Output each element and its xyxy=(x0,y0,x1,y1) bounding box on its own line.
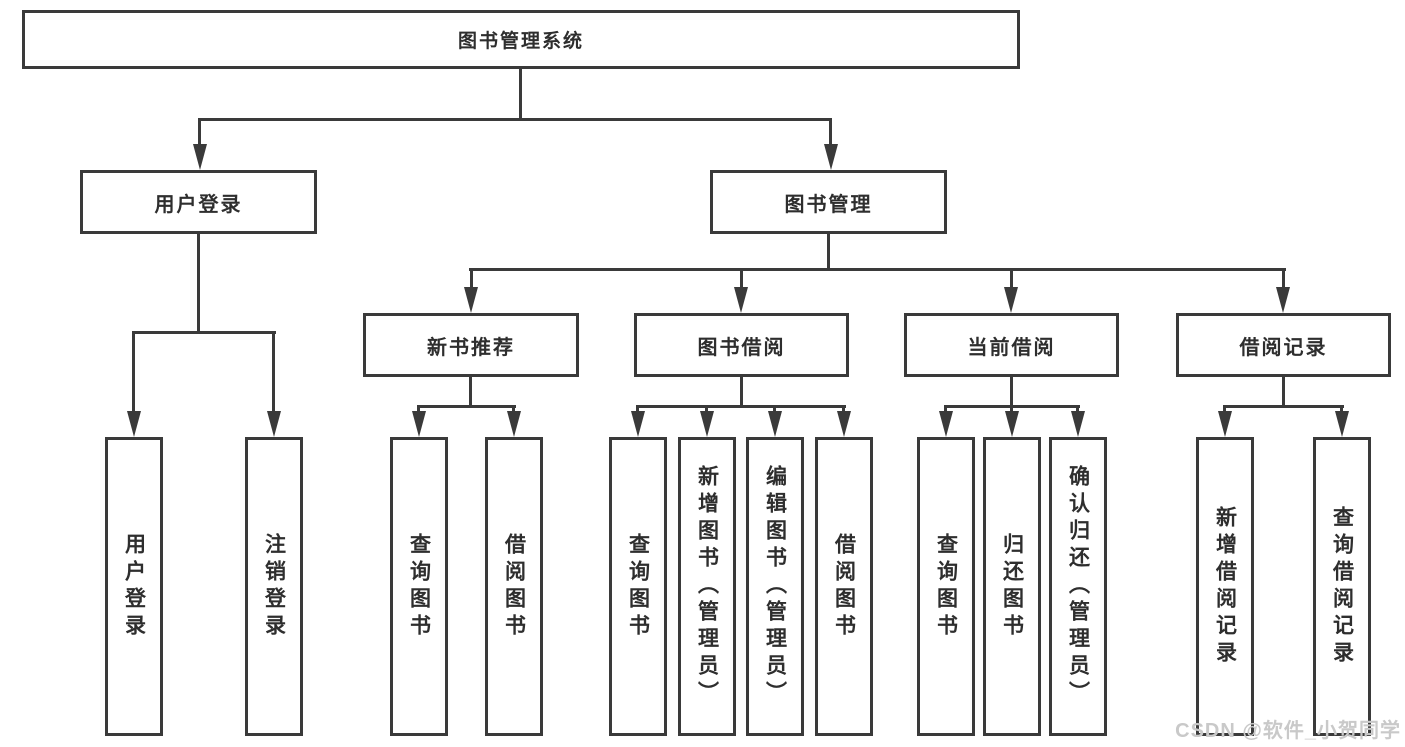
connector-line xyxy=(1076,405,1079,414)
arrow-down-icon xyxy=(1004,287,1018,313)
connector-line xyxy=(827,234,830,271)
connector-line xyxy=(705,405,708,414)
leaf-query-book-1: 查询图书 xyxy=(390,437,448,736)
leaf-logout: 注销登录 xyxy=(245,437,303,736)
leaf-confirm-return-admin: 确认归还（管理员） xyxy=(1049,437,1107,736)
arrow-down-icon xyxy=(631,411,645,437)
connector-line xyxy=(519,67,522,121)
arrow-down-icon xyxy=(837,411,851,437)
connector-line xyxy=(469,377,472,408)
connector-line xyxy=(470,268,473,293)
arrow-down-icon xyxy=(193,144,207,170)
arrow-down-icon xyxy=(824,144,838,170)
connector-line xyxy=(132,331,276,334)
connector-line xyxy=(197,234,200,334)
node-user-login: 用户登录 xyxy=(80,170,317,234)
leaf-query-book-2: 查询图书 xyxy=(609,437,667,736)
connector-line xyxy=(469,268,1286,271)
connector-line xyxy=(636,405,846,408)
leaf-query-book-3: 查询图书 xyxy=(917,437,975,736)
leaf-borrow-book-1: 借阅图书 xyxy=(485,437,543,736)
connector-line xyxy=(1223,405,1344,408)
leaf-query-borrow-record: 查询借阅记录 xyxy=(1313,437,1371,736)
arrow-down-icon xyxy=(1335,411,1349,437)
connector-line xyxy=(1010,268,1013,293)
connector-line xyxy=(198,118,201,148)
connector-line xyxy=(272,331,275,413)
leaf-add-book-admin: 新增图书（管理员） xyxy=(678,437,736,736)
node-new-book-recommend: 新书推荐 xyxy=(363,313,579,377)
connector-line xyxy=(773,405,776,414)
leaf-borrow-book-2: 借阅图书 xyxy=(815,437,873,736)
node-book-borrow: 图书借阅 xyxy=(634,313,849,377)
connector-line xyxy=(512,405,515,414)
connector-line xyxy=(740,377,743,408)
connector-line xyxy=(132,331,135,413)
leaf-edit-book-admin: 编辑图书（管理员） xyxy=(746,437,804,736)
arrow-down-icon xyxy=(267,411,281,437)
connector-line xyxy=(842,405,845,414)
arrow-down-icon xyxy=(768,411,782,437)
connector-line xyxy=(944,405,947,414)
arrow-down-icon xyxy=(412,411,426,437)
connector-line xyxy=(636,405,639,414)
arrow-down-icon xyxy=(1276,287,1290,313)
leaf-user-login: 用户登录 xyxy=(105,437,163,736)
connector-line xyxy=(829,118,832,148)
node-borrow-record: 借阅记录 xyxy=(1176,313,1391,377)
arrow-down-icon xyxy=(464,287,478,313)
arrow-down-icon xyxy=(700,411,714,437)
connector-line xyxy=(740,268,743,293)
connector-line xyxy=(1223,405,1226,414)
leaf-return-book: 归还图书 xyxy=(983,437,1041,736)
connector-line xyxy=(417,405,420,414)
arrow-down-icon xyxy=(1071,411,1085,437)
node-book-management: 图书管理 xyxy=(710,170,947,234)
watermark: CSDN @软件_小贺同学 xyxy=(1175,720,1401,742)
connector-line xyxy=(198,118,832,121)
node-root: 图书管理系统 xyxy=(22,10,1020,69)
arrow-down-icon xyxy=(734,287,748,313)
leaf-add-borrow-record: 新增借阅记录 xyxy=(1196,437,1254,736)
arrow-down-icon xyxy=(507,411,521,437)
arrow-down-icon xyxy=(1005,411,1019,437)
arrow-down-icon xyxy=(939,411,953,437)
connector-line xyxy=(1010,377,1013,408)
connector-line xyxy=(1282,268,1285,293)
node-current-borrow: 当前借阅 xyxy=(904,313,1119,377)
arrow-down-icon xyxy=(1218,411,1232,437)
connector-line xyxy=(417,405,516,408)
connector-line xyxy=(1340,405,1343,414)
arrow-down-icon xyxy=(127,411,141,437)
connector-line xyxy=(1010,405,1013,414)
connector-line xyxy=(1282,377,1285,408)
